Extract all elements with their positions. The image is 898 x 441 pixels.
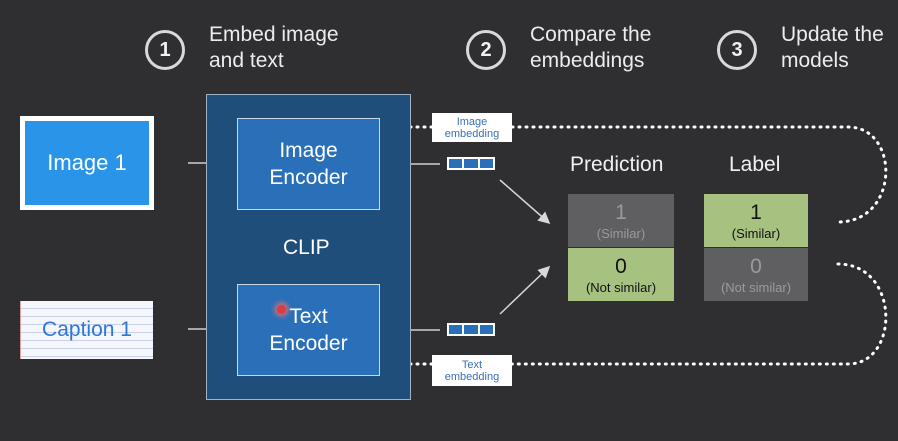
prediction-cell-not-similar: 0 (Not similar) xyxy=(568,248,674,301)
image-embedding-vector xyxy=(447,157,495,170)
prediction-similar-value: 1 xyxy=(615,201,627,224)
step-1-label: Embed image and text xyxy=(209,23,339,72)
step-1-circle: 1 xyxy=(145,30,185,70)
prediction-not-similar-note: (Not similar) xyxy=(585,280,657,295)
prediction-header: Prediction xyxy=(570,153,664,176)
label-not-similar-value: 0 xyxy=(750,255,762,278)
label-cell-similar: 1 (Similar) xyxy=(704,194,808,247)
label-cell-not-similar: 0 (Not similar) xyxy=(704,248,808,301)
step-3-circle: 3 xyxy=(717,30,757,70)
label-header: Label xyxy=(729,153,781,176)
clip-label: CLIP xyxy=(283,236,330,259)
image-encoder: Image Encoder xyxy=(237,118,380,210)
step-2-circle: 2 xyxy=(466,30,506,70)
label-similar-note: (Similar) xyxy=(731,226,781,241)
text-embedding-vector xyxy=(447,323,495,336)
label-not-similar-note: (Not similar) xyxy=(720,280,792,295)
text-embedding-tag: Text embedding xyxy=(432,355,512,386)
step-3-label: Update the models xyxy=(781,23,884,72)
text-encoder: Text Encoder xyxy=(237,284,380,376)
update-image-encoder-dotted-loop xyxy=(510,125,888,224)
step-2-label: Compare the embeddings xyxy=(530,23,652,72)
prediction-not-similar-value: 0 xyxy=(615,255,627,278)
label-similar-value: 1 xyxy=(750,201,762,224)
image-embedding-tag: Image embedding xyxy=(432,113,512,142)
update-text-encoder-dotted-loop xyxy=(510,262,888,366)
cursor-highlight-dot xyxy=(277,305,286,314)
prediction-cell-similar: 1 (Similar) xyxy=(568,194,674,247)
prediction-similar-note: (Similar) xyxy=(596,226,646,241)
caption-input-card: Caption 1 xyxy=(20,301,153,359)
image-vector-to-compare-arrow xyxy=(499,179,551,224)
text-vector-to-compare-arrow xyxy=(499,265,551,315)
image-input-card: Image 1 xyxy=(20,116,154,210)
image-input-label: Image 1 xyxy=(25,121,149,205)
